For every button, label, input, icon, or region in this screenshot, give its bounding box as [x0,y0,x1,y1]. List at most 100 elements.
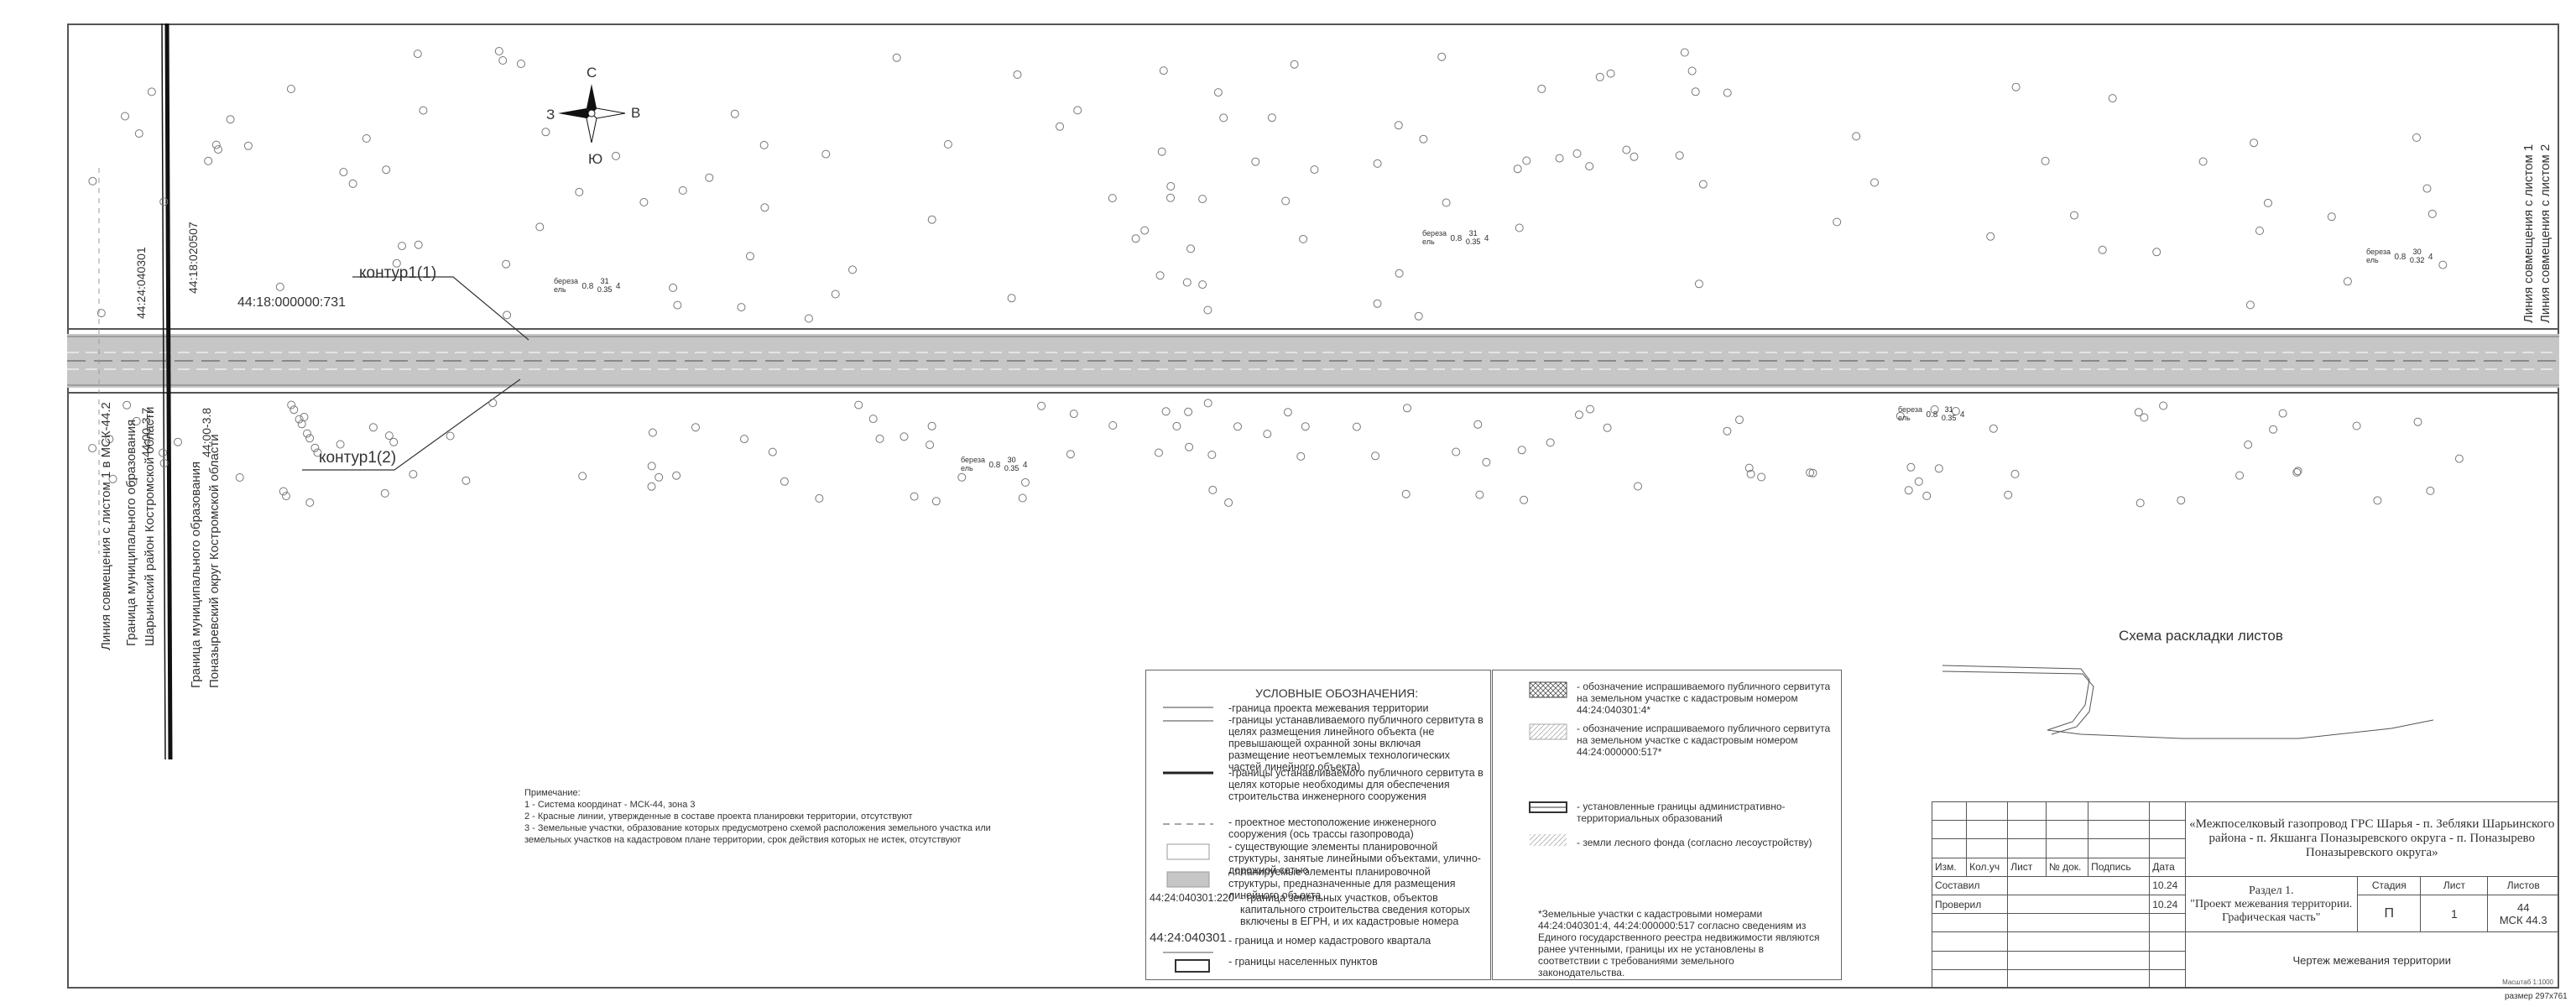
msk-left-label: 44:00-3.7 [139,407,153,457]
forest-marker [1934,464,1943,473]
forest-marker [1986,232,1995,241]
forest-marker [305,498,315,507]
forest-marker [282,492,290,501]
forest-marker [1622,145,1631,154]
parcel-label-a: 44:24:040301 [134,247,148,319]
legend-title: УСЛОВНЫЕ ОБОЗНАЧЕНИЯ: [1255,686,1419,700]
parcel-label-c: 44:18:000000:731 [237,295,347,310]
forest-marker [821,149,831,159]
legend-sample-parcel: 44:24:040301:220 [1150,892,1234,904]
forest-marker [2293,467,2302,476]
forest-marker [578,472,587,481]
forest-marker [1744,463,1754,472]
forest-marker [1419,134,1428,143]
forest-marker [1989,424,1998,433]
forest-marker [2438,260,2448,269]
right-line-sheet2: Линия совмещения с листом 2 [2538,143,2553,323]
forest-marker [760,203,769,212]
legend-box-right: - обозначение испрашиваемого публичного … [1492,670,1842,980]
forest-marker [2244,440,2253,449]
forest-marker [419,106,428,115]
forest-marker [1131,234,1140,243]
stamp-h-kol: Кол.уч [1966,857,2009,877]
forest-marker [1723,426,1732,436]
forest-marker [1914,477,1923,486]
notes-title: Примечание: [524,788,581,798]
forest-marker [1691,87,1700,97]
forest-marker [1155,271,1165,280]
forest-marker [1520,495,1529,504]
forest-marker [159,459,169,467]
forest-marker [1182,278,1192,287]
forest-marker [1746,469,1755,478]
legend-item-1: -граница проекта межевания территории [1228,702,1429,714]
forest-marker [541,128,550,137]
forest-marker [780,477,789,486]
note-1: 1 - Система координат - МСК-44, зона 3 [524,800,696,810]
forest-marker [2159,401,2168,410]
forest-marker [1951,407,1960,415]
forest-marker [2250,138,2259,148]
forest-marker [1056,122,1064,131]
forest-marker [1073,106,1082,115]
forest-marker [1895,411,1905,420]
forest-marker [691,423,700,432]
forest-marker [286,85,295,93]
forest-marker [1301,422,1310,431]
forest-marker [498,56,508,65]
legend-right-item-3: - установленные границы административно-… [1577,801,1786,824]
forest-marker [2108,94,2117,103]
forest-marker [1037,401,1046,410]
forest-marker [2373,496,2382,505]
forest-marker [2352,421,2361,430]
forest-marker [446,431,455,441]
forest-marker [2010,469,2020,478]
forest-marker [1198,195,1207,204]
forest-marker [1069,410,1078,419]
legend-right-item-4: - земли лесного фонда (согласно лесоустр… [1577,837,1812,848]
forest-marker [2292,467,2302,477]
forest-marker [2427,209,2437,218]
forest-marker [1475,490,1484,499]
forest-marker [2426,486,2435,495]
compass-south: Ю [588,151,603,167]
forest-marker [339,168,348,177]
forest-marker [368,423,378,432]
forest-marker [1806,468,1815,477]
forest-marker [1299,234,1308,243]
leader-kontur1 [352,276,529,341]
forest-marker [1555,154,1564,163]
stamp-h-izm: Изм. [1931,857,1968,877]
forest-marker [1352,422,1361,431]
forest-marker [1437,52,1447,61]
forest-marker [1930,405,1939,414]
forest-marker [1290,60,1299,69]
forest-marker [2070,211,2078,220]
forest-land-markers [88,47,2464,508]
forest-marker [2004,490,2013,499]
forest-marker [1735,415,1744,425]
forest-marker [414,240,423,249]
forest-marker [1184,407,1193,416]
forest-marker [392,258,401,268]
forest-marker [2041,156,2050,165]
forest-marker [2235,471,2245,480]
legend-right-item-2: - обозначение испрашиваемого публичного … [1577,723,1831,758]
forest-marker [2152,248,2161,257]
forest-marker [672,471,681,480]
forest-marker [134,129,143,138]
forest-marker [305,434,315,443]
forest-marker [1161,407,1171,416]
note-3: 3 - Земельные участки, образование котор… [524,823,991,833]
forest-marker [461,476,471,485]
forest-marker [494,47,503,55]
forest-marker [2135,498,2145,508]
forest-marker [1403,404,1411,413]
forest-marker [2278,409,2287,418]
leader-kontur2 [302,378,521,471]
forest-marker [128,477,138,487]
forest-marker [1251,157,1260,166]
forest-marker [1394,121,1403,130]
